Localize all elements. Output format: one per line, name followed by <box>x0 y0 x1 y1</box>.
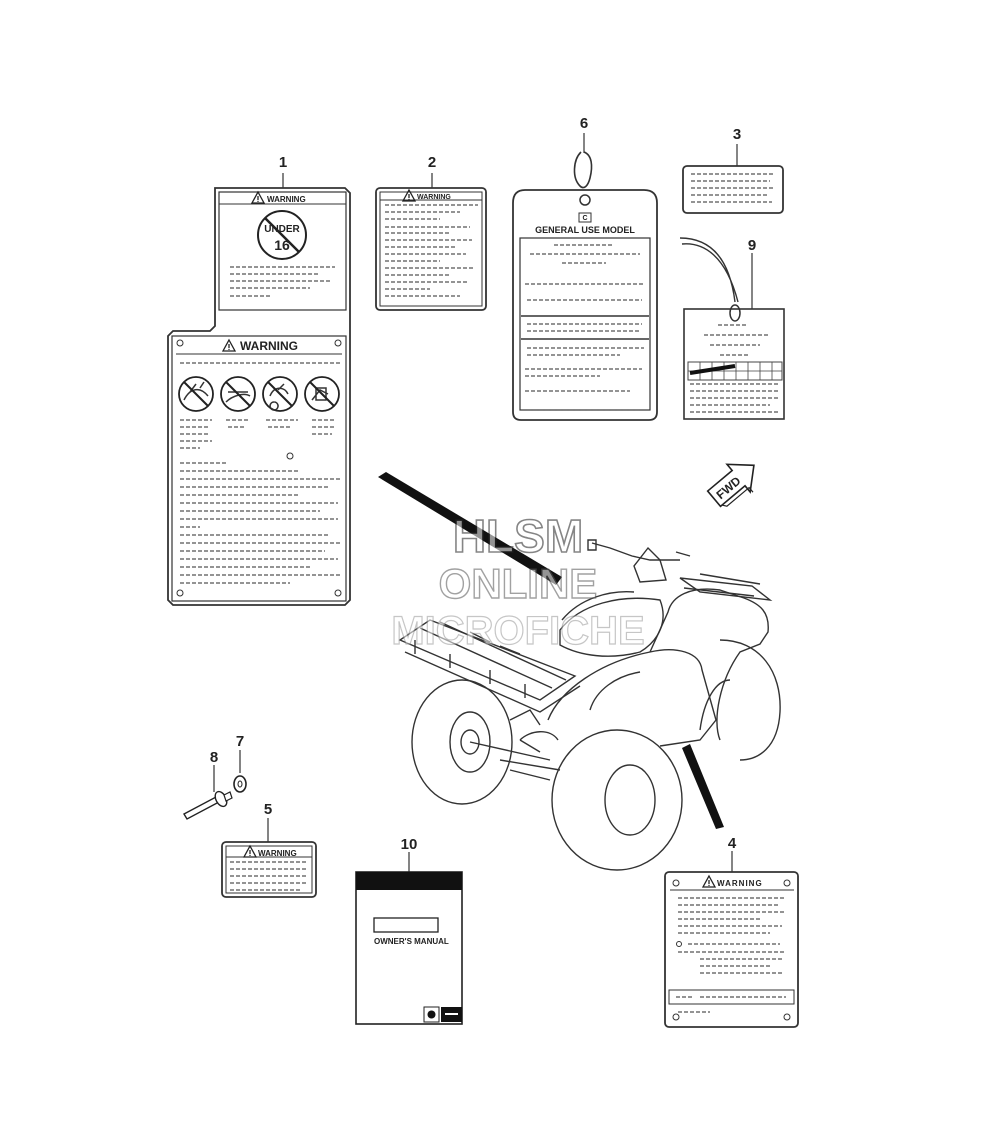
manual-title: OWNER'S MANUAL <box>374 937 449 946</box>
callout-1: 1 <box>279 154 287 171</box>
label-9-outline <box>683 308 785 420</box>
callout-10: 10 <box>401 836 418 853</box>
callout-9: 9 <box>748 237 756 254</box>
label-5-outline <box>221 841 317 898</box>
callout-2: 2 <box>428 154 436 171</box>
watermark-line1: HLSM <box>453 510 583 562</box>
label-2-title: WARNING <box>417 194 451 201</box>
under-16-text: UNDER <box>264 224 300 235</box>
part-7-washer[interactable]: 7 <box>233 733 247 793</box>
callout-8: 8 <box>210 749 218 766</box>
watermark-line2: ONLINE <box>439 560 598 607</box>
watermark-line3: MICROFICHE <box>391 609 644 653</box>
owners-manual[interactable]: 10 OWNER'S MANUAL <box>355 836 463 1025</box>
label-1-group[interactable]: 1 WARNING UNDER 16 WARNING <box>167 154 351 606</box>
label-5-group[interactable]: 5 WARNING <box>221 801 317 898</box>
warning-triangle-icon <box>702 875 716 888</box>
no-paved-road-icon <box>220 376 256 412</box>
tag-string <box>573 151 593 189</box>
svg-text:C: C <box>582 215 587 222</box>
watermark: HLSM ONLINE MICROFICHE <box>391 509 646 653</box>
warning-triangle-icon <box>243 845 257 858</box>
label-3-outline <box>682 165 784 214</box>
callout-7: 7 <box>236 733 244 750</box>
label-5-title: WARNING <box>258 849 297 858</box>
label-1-main-title: WARNING <box>240 339 298 353</box>
warning-triangle-icon <box>222 339 236 352</box>
callout-4: 4 <box>728 835 737 852</box>
callout-6: 6 <box>580 115 588 132</box>
label-6-outline <box>512 189 658 421</box>
suzuki-logo-icon <box>427 1010 436 1019</box>
label-1-lower-panel <box>171 335 347 602</box>
part-8-rivet[interactable]: 8 <box>183 749 233 820</box>
label-6-group[interactable]: 6 C GENERAL USE MODEL <box>512 115 658 421</box>
manual-cover <box>355 871 463 1025</box>
leader-to-atv-front <box>378 472 562 585</box>
label-6-title: GENERAL USE MODEL <box>535 225 635 235</box>
label-1-top-title: WARNING <box>267 195 306 204</box>
label-4-outline <box>664 871 799 1028</box>
label-2-outline <box>375 187 487 311</box>
no-alcohol-icon <box>304 376 340 412</box>
age-16-text: 16 <box>274 237 290 253</box>
no-passenger-icon <box>178 376 214 412</box>
label-9-group[interactable]: 9 <box>679 237 785 420</box>
label-4-group[interactable]: 4 WARNING <box>664 835 799 1028</box>
label-4-title: WARNING <box>717 879 763 888</box>
callout-3: 3 <box>733 126 741 143</box>
label-2-group[interactable]: 2 WARNING <box>375 154 487 311</box>
no-under-16-icon <box>257 210 307 260</box>
fwd-arrow: FWD <box>706 463 755 508</box>
label-1-upper-header <box>218 191 347 205</box>
label-3-group[interactable]: 3 <box>682 126 784 214</box>
leader-to-atv-side <box>682 744 724 829</box>
label-1-outline <box>167 187 351 606</box>
callout-5: 5 <box>264 801 272 818</box>
no-stunt-icon <box>262 376 298 412</box>
tag-string-9 <box>679 237 739 303</box>
warning-triangle-icon <box>251 191 265 204</box>
atv-illustration <box>398 539 781 871</box>
